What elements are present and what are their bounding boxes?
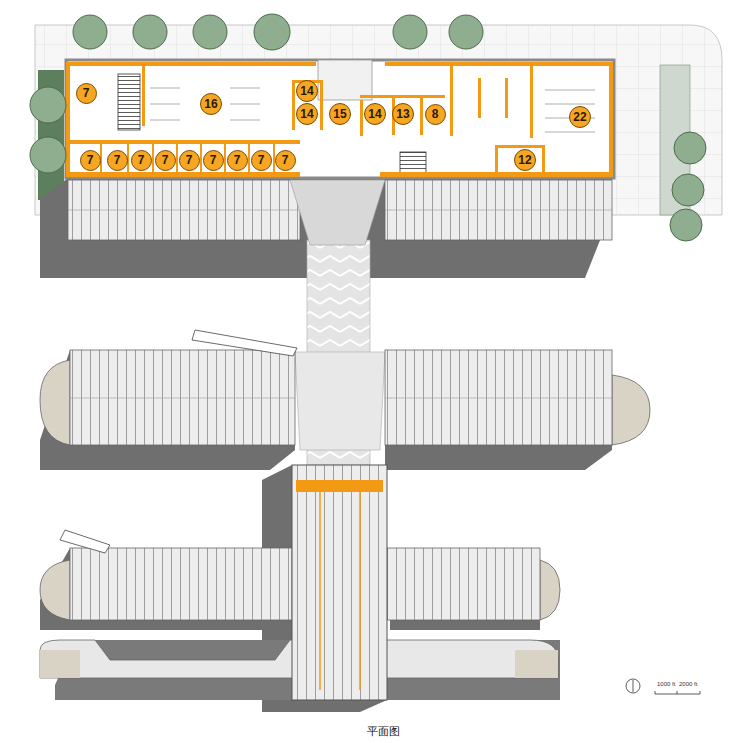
callout-number: 13 — [396, 108, 409, 120]
callout-number: 14 — [368, 108, 381, 120]
callout-circle: 15 — [329, 103, 351, 125]
callout-circle: 12 — [514, 149, 536, 171]
callout-circle: 7 — [131, 150, 152, 171]
callout-number: 7 — [162, 154, 169, 166]
callout-number: 7 — [234, 154, 241, 166]
callout-circle: 14 — [296, 80, 318, 102]
callout-circle: 7 — [80, 150, 101, 171]
callout-number: 15 — [333, 108, 346, 120]
callout-number: 7 — [186, 154, 193, 166]
callout-number: 7 — [114, 154, 121, 166]
callout-number: 7 — [138, 154, 145, 166]
scale-label: 2000 ft — [679, 681, 697, 687]
callout-number: 14 — [300, 85, 313, 97]
callout-circle: 7 — [179, 150, 200, 171]
callout-circle: 22 — [569, 106, 591, 128]
callout-circle: 7 — [227, 150, 248, 171]
callout-number: 22 — [573, 111, 586, 123]
callout-number: 14 — [300, 108, 313, 120]
scale-label: 1000 ft — [657, 681, 675, 687]
callout-number: 7 — [258, 154, 265, 166]
callout-circle: 16 — [200, 93, 222, 115]
callout-circle: 8 — [425, 104, 446, 125]
callout-number: 8 — [432, 108, 439, 120]
callout-circle: 7 — [203, 150, 224, 171]
callout-circle: 7 — [155, 150, 176, 171]
callout-circle: 14 — [296, 103, 318, 125]
callout-number: 7 — [87, 154, 94, 166]
callout-number: 12 — [518, 154, 531, 166]
callout-circle: 14 — [364, 103, 386, 125]
callout-circle: 7 — [107, 150, 128, 171]
callout-circle: 7 — [275, 150, 296, 171]
caption: 平面图 — [367, 724, 400, 739]
callout-circle: 7 — [76, 83, 97, 104]
callout-number: 7 — [83, 87, 90, 99]
callout-number: 7 — [210, 154, 217, 166]
callout-number: 16 — [204, 98, 217, 110]
callout-circle: 13 — [392, 103, 414, 125]
callout-circle: 7 — [251, 150, 272, 171]
callout-number: 7 — [282, 154, 289, 166]
